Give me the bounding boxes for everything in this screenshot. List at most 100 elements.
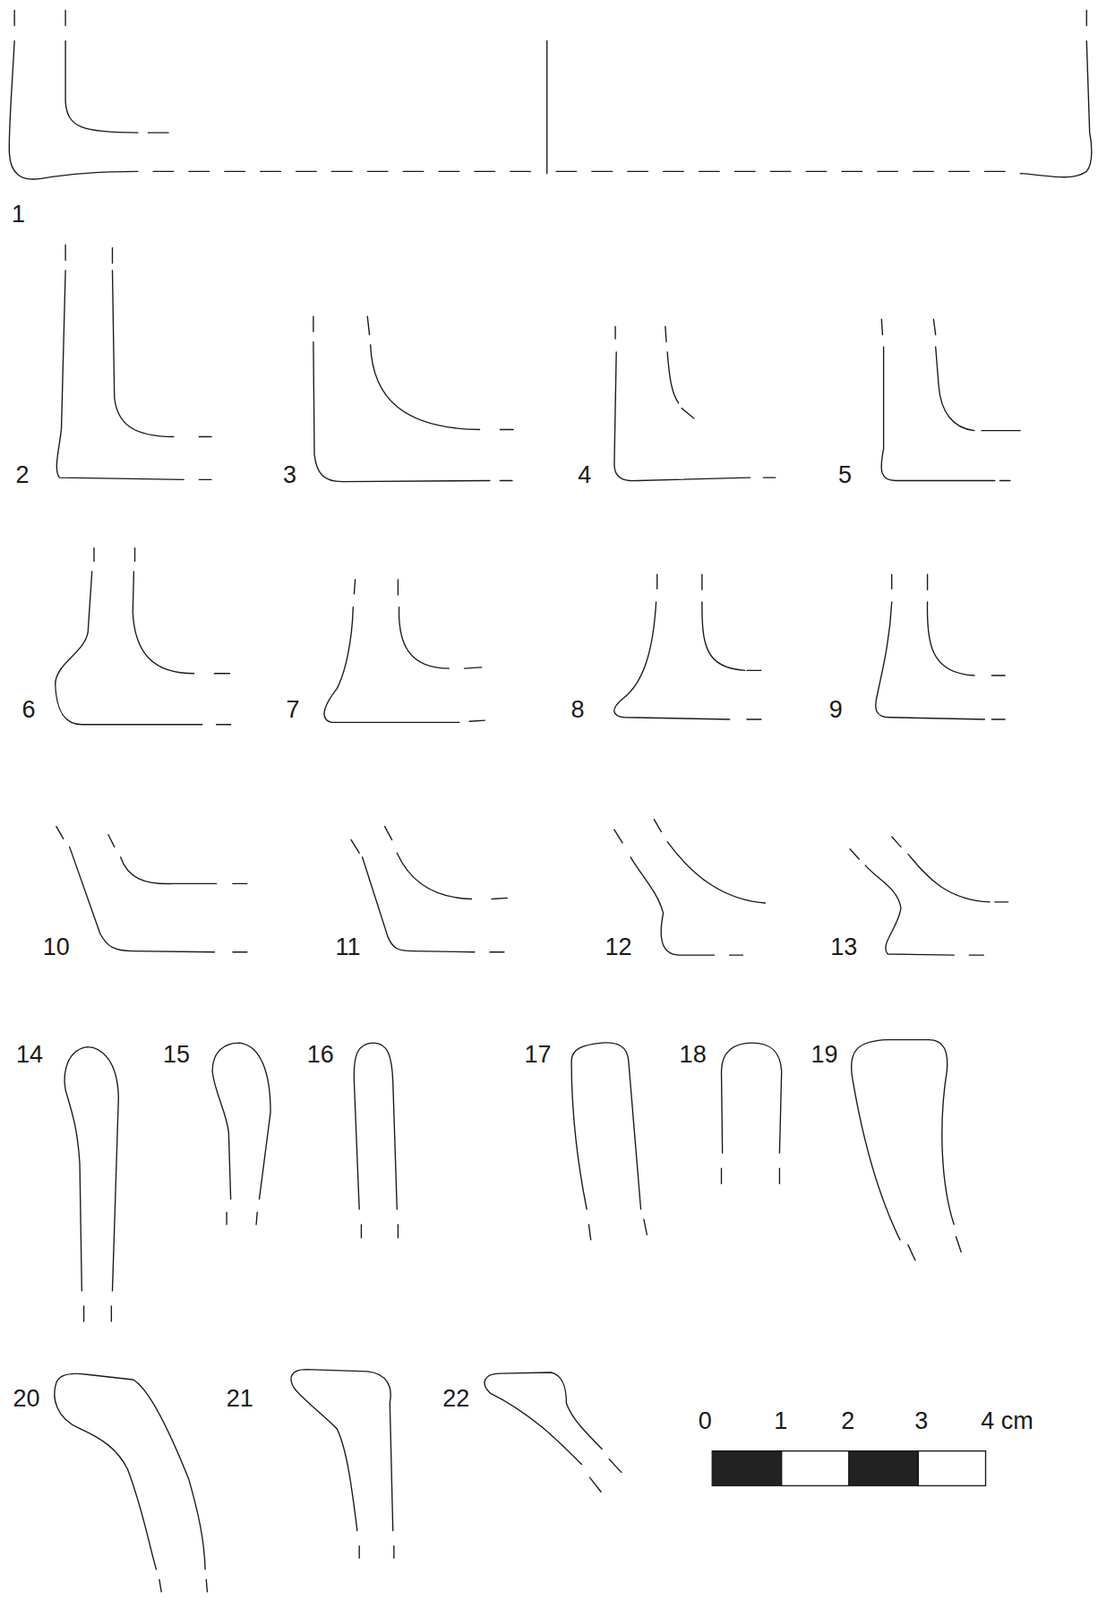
vessel-profile-9-stroke [892,574,1005,720]
scale-label: 0 [698,1408,712,1433]
rim-profile-17-stroke [588,1218,647,1240]
vessel-profile-3-stroke [313,316,514,481]
vessel-profile-5-stroke [881,346,996,481]
rim-profile-15-stroke [212,1042,271,1199]
vessel-profile-3 [313,316,514,482]
vessel-profile-4 [614,325,776,481]
vessel-profile-6 [55,548,232,725]
vessel-profile-7-stroke [353,579,485,721]
figure-number: 17 [523,1042,551,1067]
rim-profile-18 [720,1042,781,1184]
vessel-profile-10-stroke [69,846,217,952]
figure-number: 22 [442,1385,470,1410]
vessel-profile-11-stroke [362,852,475,952]
rim-profile-15 [212,1042,271,1225]
vessel-profile-7-stroke [324,607,460,723]
rim-profile-15-stroke [226,1211,258,1225]
rim-profile-20-stroke [54,1372,206,1569]
rim-profile-22-stroke [484,1372,602,1465]
figure-number: 15 [162,1042,190,1067]
figure-number: 2 [16,462,30,487]
vessel-profile-5-stroke [881,319,1021,481]
figure-number: 4 [577,462,592,487]
vessel-profile-1 [8,9,1092,180]
scale-bar-stroke [781,1450,850,1486]
rim-profile-20-stroke [159,1578,208,1592]
vessel-profile-4-stroke [614,351,750,481]
vessel-profile-13-stroke [849,836,1009,955]
figure-number: 16 [307,1042,335,1067]
figure-number: 9 [829,696,843,721]
figure-number: 20 [13,1385,41,1410]
vessel-profile-11-stroke [351,826,507,953]
scale-label: 4 cm [980,1408,1034,1433]
rim-profile-16-stroke [360,1224,398,1238]
vessel-profile-2-stroke [65,244,212,480]
vessel-profile-12 [614,819,766,955]
vessel-profile-6-stroke [94,548,232,725]
scale-label: 3 [914,1408,928,1433]
vessel-profile-10 [56,826,248,953]
figure-number: 21 [226,1385,254,1410]
rim-profile-18-stroke [720,1042,781,1153]
rim-profile-17-stroke [571,1042,641,1210]
vessel-profile-10-stroke [56,826,248,953]
vessel-profile-9-stroke [875,601,986,720]
rim-profile-22-stroke [590,1458,622,1492]
scale-bar-stroke [711,1450,781,1486]
vessel-profile-2-stroke [56,270,184,481]
vessel-profile-13-stroke [865,853,990,955]
vessel-profile-13 [849,836,1009,955]
vessel-profile-2 [56,244,212,480]
rim-profile-14-stroke [84,1305,112,1322]
figure-number: 3 [283,462,297,487]
rim-profile-17 [571,1042,647,1240]
vessel-profile-3-stroke [313,342,490,482]
rim-profile-20 [54,1372,208,1591]
vessel-profile-8-stroke [614,601,746,720]
figure-number: 10 [42,935,70,960]
figure-number: 5 [838,462,852,487]
rim-profile-19 [851,1039,962,1261]
rim-profile-19-stroke [908,1236,961,1261]
vessel-profile-1-stroke [14,9,1087,172]
figure-number: 6 [21,696,35,721]
rim-profile-16-stroke [353,1042,397,1210]
figure-number: 8 [570,696,584,721]
rim-profile-14-stroke [64,1046,119,1291]
vessel-profile-6-stroke [55,571,203,725]
vessel-profile-12-stroke [614,819,744,955]
vessel-profile-8 [614,574,762,720]
vessel-profile-8-stroke [657,574,762,720]
rim-profile-21 [291,1369,395,1559]
rim-profile-14 [64,1046,119,1322]
vessel-profile-12-stroke [630,841,765,955]
scale-bar-stroke [917,1450,986,1486]
figure-number: 18 [679,1042,707,1067]
figure-number: 19 [811,1042,839,1067]
vessel-profile-7 [324,579,485,722]
vessel-profile-1-stroke [8,41,1092,180]
figure-number: 13 [830,935,858,960]
figure-number: 14 [16,1042,43,1067]
vessel-profile-5 [881,319,1021,481]
rim-profile-21-stroke [359,1545,395,1559]
rim-profile-22 [484,1372,622,1492]
scale-label: 2 [840,1408,855,1433]
rim-profile-21-stroke [291,1369,394,1531]
figure-number: 12 [604,935,632,960]
rim-profile-19-stroke [851,1039,955,1240]
scale-bar-stroke [849,1450,918,1486]
scale-bar [711,1450,986,1486]
vessel-profile-11 [351,826,507,953]
vessel-profile-4-stroke [615,325,776,478]
figure-number: 11 [335,935,361,960]
vessel-profile-9 [875,574,1005,720]
rim-profile-16 [353,1042,398,1238]
scale-label: 1 [773,1408,788,1433]
figure-number: 7 [285,696,300,721]
figure-number: 1 [11,202,26,227]
rim-profile-18-stroke [720,1167,780,1184]
